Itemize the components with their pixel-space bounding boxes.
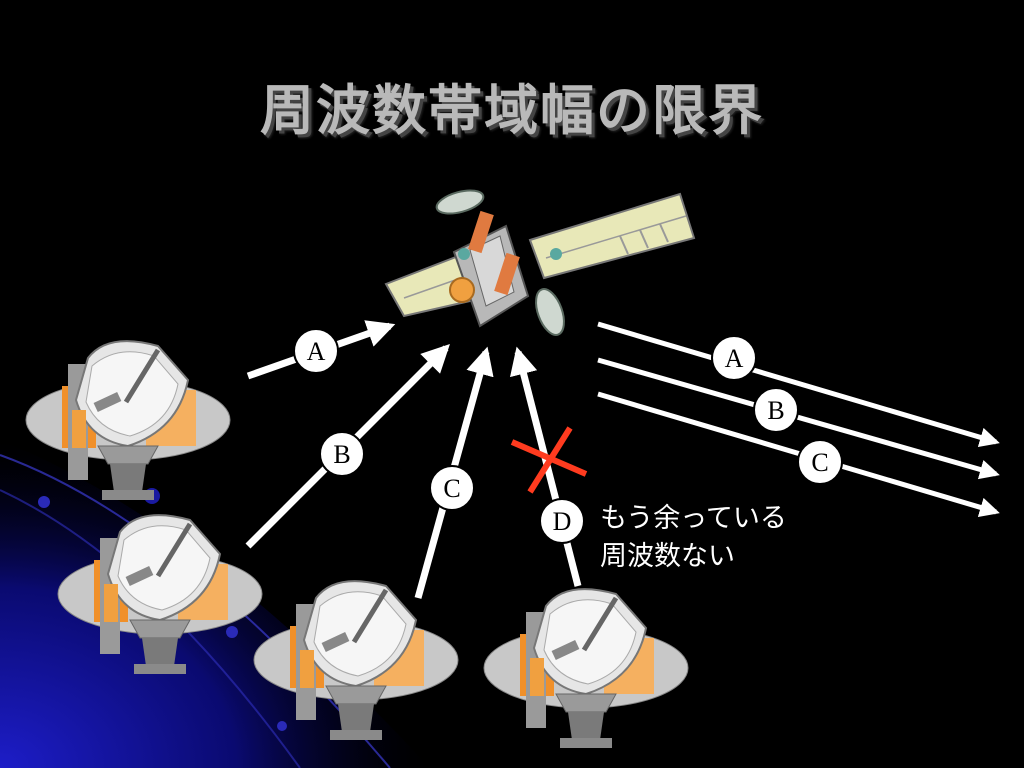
- downlink-label-c: C: [797, 439, 843, 485]
- svg-text:C: C: [811, 448, 828, 477]
- downlink-arrow-a: [597, 321, 1000, 448]
- dish-antenna-icon: [484, 589, 688, 748]
- slide-title: 周波数帯域幅の限界: [260, 79, 764, 142]
- uplink-arrow-d: [510, 346, 582, 587]
- note-line-2: 周波数ない: [600, 541, 735, 572]
- svg-text:B: B: [333, 440, 350, 469]
- uplink-arrows: [245, 320, 582, 599]
- svg-text:D: D: [553, 507, 572, 536]
- svg-text:C: C: [443, 474, 460, 503]
- uplink-label-a: A: [293, 328, 339, 374]
- uplink-label-d: D: [539, 498, 585, 544]
- uplink-label-b: B: [319, 431, 365, 477]
- note-line-1: もう余っている: [600, 503, 787, 534]
- svg-text:A: A: [307, 337, 326, 366]
- blocked-x-icon: [510, 426, 588, 494]
- svg-text:A: A: [725, 344, 744, 373]
- downlink-arrow-c: [597, 391, 1000, 518]
- svg-text:B: B: [767, 396, 784, 425]
- satellite-icon: [384, 189, 696, 336]
- downlink-label-b: B: [753, 387, 799, 433]
- downlink-label-a: A: [711, 335, 757, 381]
- uplink-label-c: C: [429, 465, 475, 511]
- note-no-spare-frequency: もう余っている 周波数ない: [600, 500, 787, 576]
